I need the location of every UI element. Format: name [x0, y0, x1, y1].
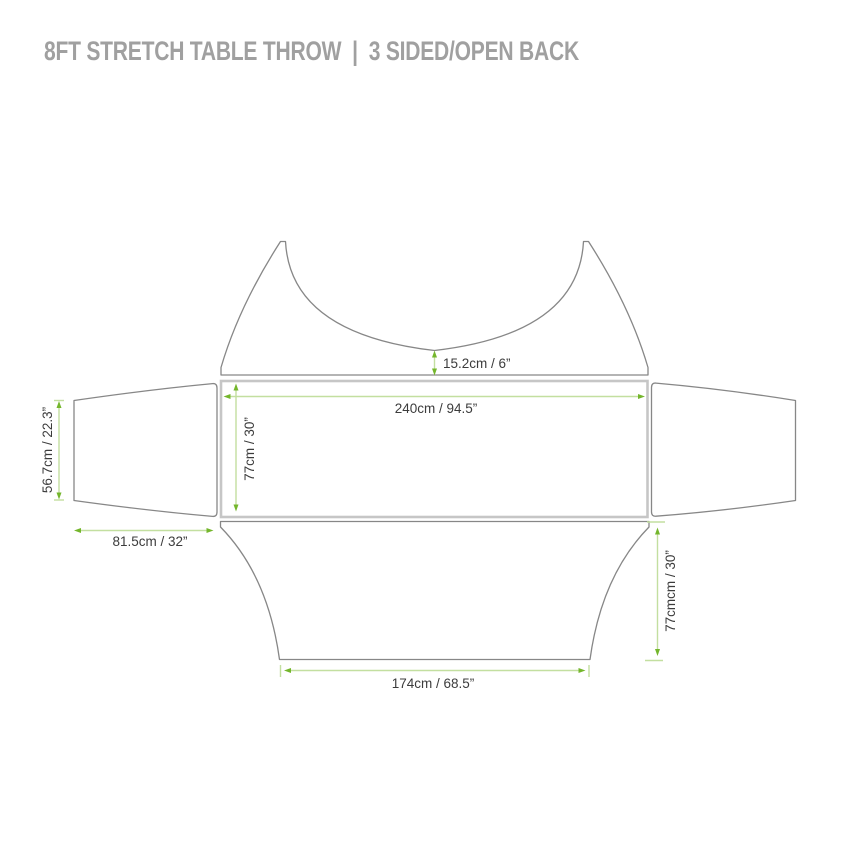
panel-left-side — [73, 382, 218, 518]
arrowhead-up-icon — [56, 401, 62, 408]
dim-scoop-depth: 15.2cm / 6” — [432, 350, 511, 376]
dim-label-side-width: 81.5cm / 32” — [112, 534, 187, 549]
dim-tabletop-height: 77cm / 30” — [233, 383, 257, 512]
dim-label-side-height: 56.7cm / 22.3” — [40, 407, 55, 493]
arrowhead-down-icon — [432, 368, 437, 376]
dim-side-width: 81.5cm / 32” — [74, 528, 214, 549]
arrowhead-left-icon — [74, 528, 81, 533]
panel-top-back-scoop — [220, 240, 649, 376]
title-separator: | — [352, 36, 358, 66]
panel-tabletop — [219, 379, 649, 519]
dim-skirt-height: 77cmcm / 30” — [645, 521, 678, 662]
dim-label-tabletop-width: 240cm / 94.5” — [395, 401, 478, 416]
dim-side-height: 56.7cm / 22.3” — [40, 399, 64, 501]
arrowhead-right-icon — [578, 668, 586, 673]
arrowhead-left-icon — [223, 394, 231, 399]
arrowhead-right-icon — [638, 394, 645, 399]
dim-label-scoop-depth: 15.2cm / 6” — [443, 356, 511, 371]
dim-label-tabletop-height: 77cm / 30” — [242, 417, 257, 481]
arrowhead-up-icon — [432, 350, 437, 358]
arrowhead-down-icon — [56, 492, 62, 500]
arrowhead-left-icon — [284, 668, 291, 673]
arrowhead-right-icon — [206, 528, 214, 533]
dim-label-skirt-height: 77cmcm / 30” — [663, 550, 678, 632]
arrowhead-down-icon — [655, 649, 660, 656]
page-title: 8FT STRETCH TABLE THROW | 3 SIDED/OPEN B… — [44, 36, 579, 67]
title-variant: 3 SIDED/OPEN BACK — [368, 36, 579, 66]
pattern-pieces — [73, 240, 797, 661]
arrowhead-down-icon — [233, 504, 239, 512]
arrowhead-up-icon — [233, 383, 239, 391]
dim-skirt-bottom-width: 174cm / 68.5” — [279, 665, 590, 691]
dim-tabletop-width: 240cm / 94.5” — [223, 394, 645, 416]
dim-label-skirt-bottom-width: 174cm / 68.5” — [392, 676, 475, 691]
panel-right-side — [650, 382, 797, 517]
panel-front-skirt — [219, 520, 650, 661]
arrowhead-up-icon — [655, 527, 660, 535]
title-product: 8FT STRETCH TABLE THROW — [44, 36, 342, 66]
